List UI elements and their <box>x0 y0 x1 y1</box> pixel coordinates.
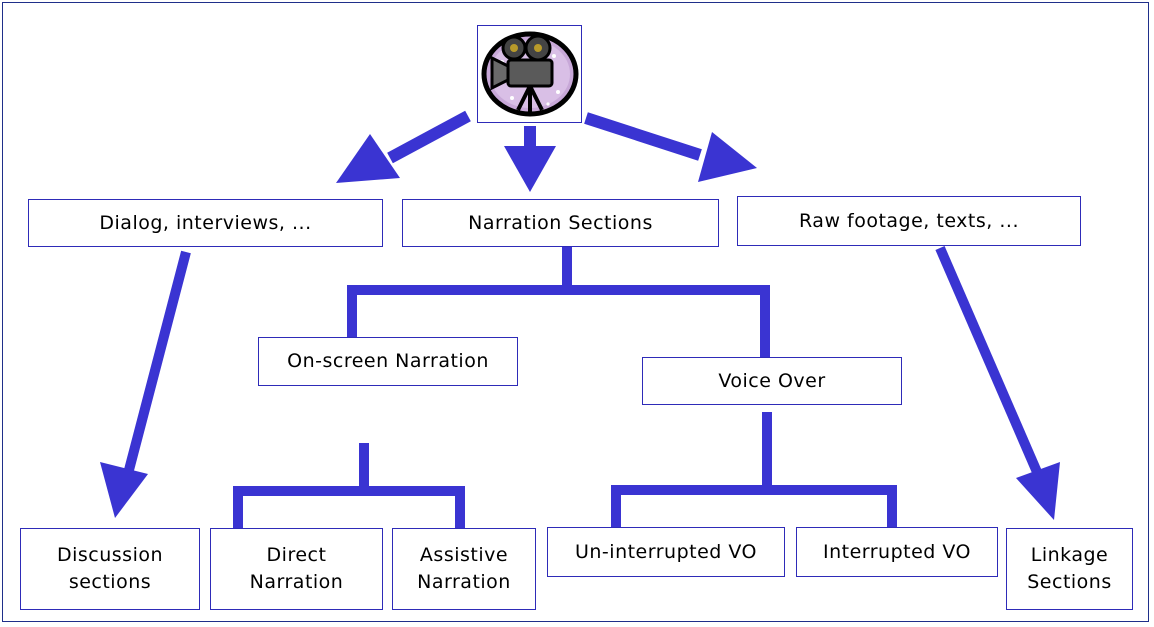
arrowhead-linkage <box>1016 462 1060 520</box>
dialog-interviews-label: Dialog, interviews, ... <box>99 211 312 234</box>
raw-footage-label: Raw footage, texts, ... <box>799 209 1019 232</box>
arrow-dialog-to-discussion <box>124 250 191 472</box>
narration-sections-box: Narration Sections <box>402 199 719 247</box>
discussion-sections-box: Discussion sections <box>20 528 200 610</box>
bracket-narration-children <box>347 245 770 358</box>
onscreen-narration-label: On-screen Narration <box>287 350 489 372</box>
film-camera-icon <box>477 25 582 123</box>
bracket-voiceover-children <box>611 412 897 528</box>
dialog-interviews-box: Dialog, interviews, ... <box>28 199 383 247</box>
raw-footage-box: Raw footage, texts, ... <box>737 196 1081 246</box>
onscreen-narration-box: On-screen Narration <box>258 337 518 386</box>
voice-over-label: Voice Over <box>718 369 826 392</box>
interrupted-vo-box: Interrupted VO <box>796 527 998 577</box>
uninterrupted-vo-label: Un-interrupted VO <box>574 540 757 563</box>
bracket-onscreen-children <box>233 443 465 529</box>
linkage-sections-label: Linkage Sections <box>1027 544 1112 593</box>
assistive-narration-box: Assistive Narration <box>392 528 536 610</box>
direct-narration-label: Direct Narration <box>249 544 344 593</box>
arrow-raw-to-linkage <box>935 246 1042 474</box>
arrow-camera-to-dialog <box>387 110 471 164</box>
uninterrupted-vo-box: Un-interrupted VO <box>547 527 785 577</box>
assistive-narration-label: Assistive Narration <box>417 544 511 593</box>
arrow-camera-to-raw <box>584 112 702 161</box>
linkage-sections-box: Linkage Sections <box>1006 528 1133 610</box>
narration-sections-label: Narration Sections <box>468 211 653 234</box>
arrowhead-discussion <box>100 462 148 518</box>
arrowhead-narration <box>504 146 556 192</box>
discussion-sections-label: Discussion sections <box>56 544 164 593</box>
arrowhead-dialog <box>336 134 400 183</box>
interrupted-vo-label: Interrupted VO <box>822 540 972 563</box>
voice-over-box: Voice Over <box>642 357 902 405</box>
direct-narration-box: Direct Narration <box>210 528 383 610</box>
arrowhead-raw <box>698 132 757 182</box>
